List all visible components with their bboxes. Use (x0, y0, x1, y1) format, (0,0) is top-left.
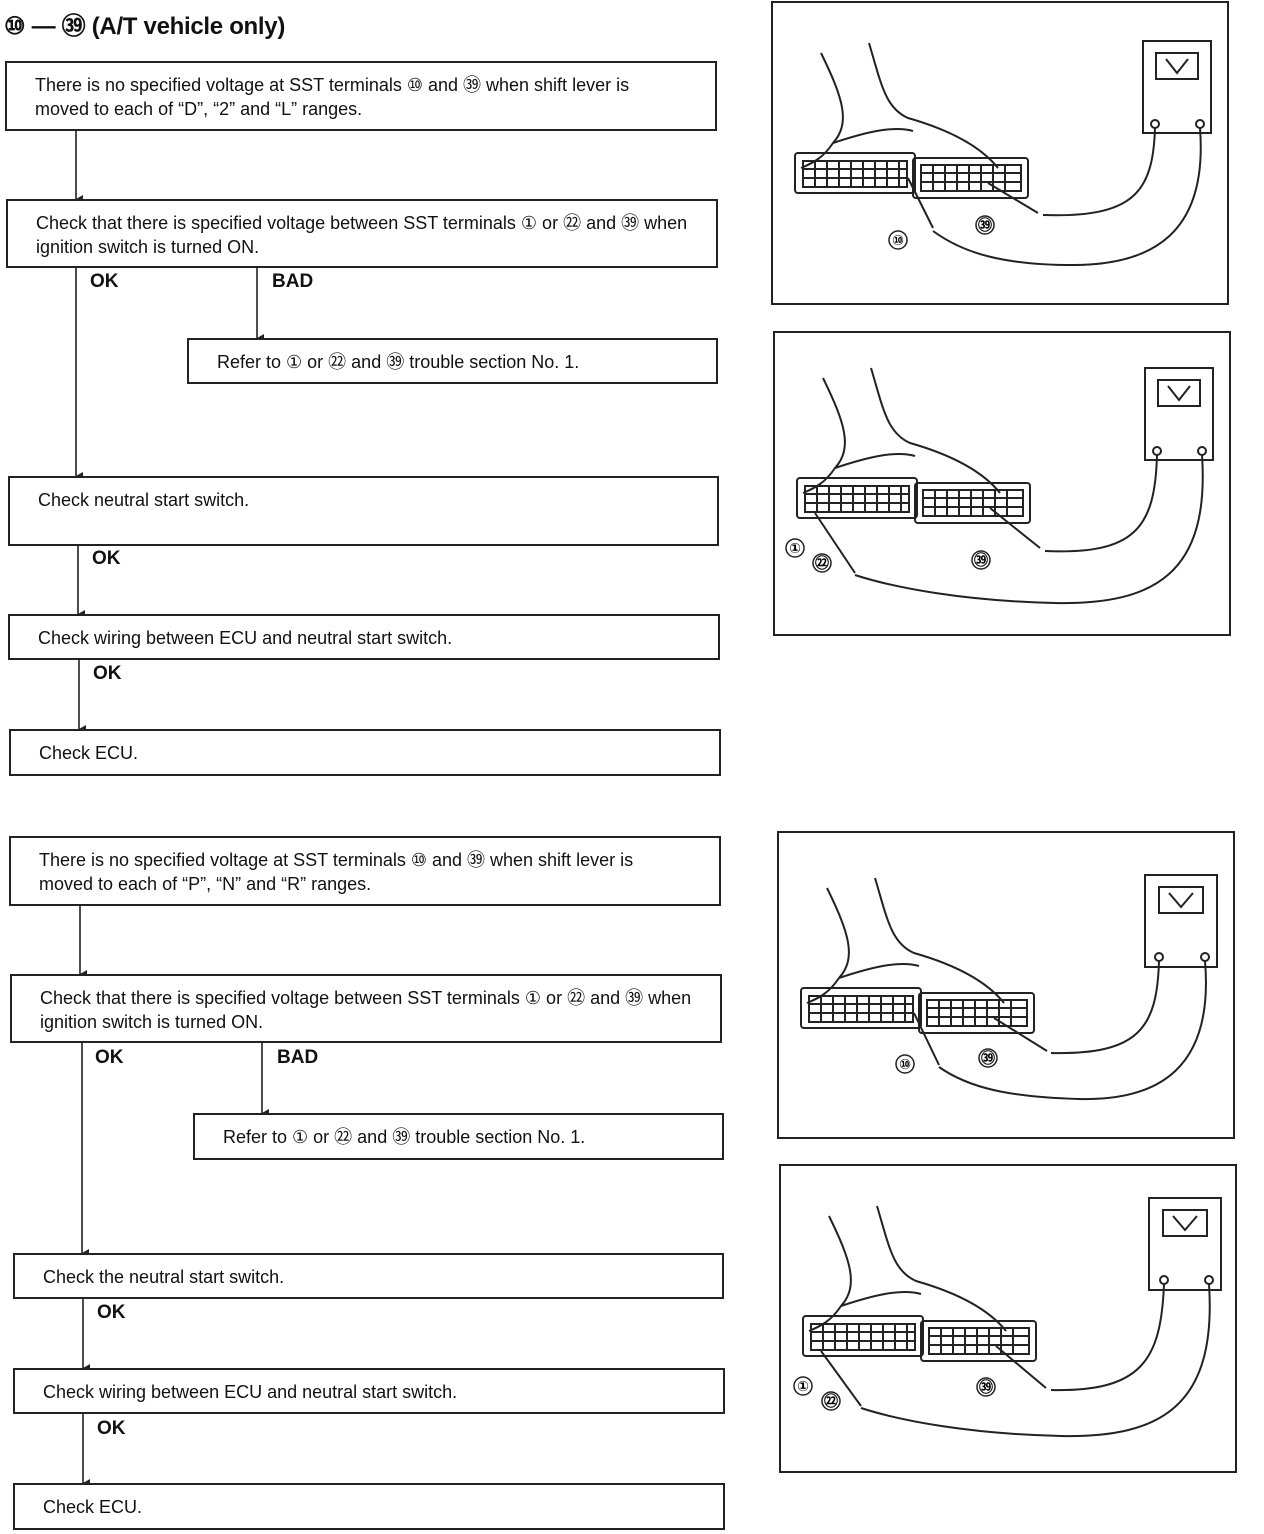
s1-step-check-voltage: Check that there is specified voltage be… (6, 199, 718, 268)
callout-22: ㉒ (815, 555, 829, 572)
s2-step-check-voltage: Check that there is specified voltage be… (10, 974, 722, 1043)
s1-step-neutral-switch: Check neutral start switch. (8, 476, 719, 546)
s2-step-neutral-switch: Check the neutral start switch. (13, 1253, 724, 1299)
callout-10-c: ⑩ (899, 1057, 911, 1073)
s1-ok-label: OK (90, 271, 119, 292)
s2-bad-label: BAD (277, 1047, 319, 1068)
s2-step-wiring: Check wiring between ECU and neutral sta… (13, 1368, 725, 1414)
s2-bad-reference: Refer to ① or ㉒ and ㊴ trouble section No… (193, 1113, 724, 1160)
callout-1-d: ① (797, 1379, 809, 1395)
s1-bad-label: BAD (272, 271, 314, 292)
s2-step-no-voltage: There is no specified voltage at SST ter… (9, 836, 721, 906)
flowchart-arrows (75, 131, 269, 1487)
page-title: ⑩ — ㊴ (A/T vehicle only) (4, 13, 286, 40)
figure-voltmeter-terminals-1-22-39: ① ㉒ ㊴ (773, 331, 1231, 636)
figure-voltmeter-terminals-10-39: ⑩ ㊴ (771, 1, 1229, 305)
s2-ok-label: OK (95, 1047, 124, 1068)
s1-step-no-voltage: There is no specified voltage at SST ter… (5, 61, 717, 131)
figure-voltmeter-terminals-10-39-second: ⑩ ㊴ (777, 831, 1235, 1139)
s2-step-ecu: Check ECU. (13, 1483, 725, 1530)
callout-1: ① (789, 541, 801, 557)
callout-39-c: ㊴ (981, 1050, 995, 1067)
s2-ok-label-3: OK (97, 1418, 126, 1439)
callout-39-d: ㊴ (979, 1379, 993, 1396)
callout-10: ⑩ (892, 233, 904, 249)
s1-ok-label-3: OK (93, 663, 122, 684)
s1-step-wiring: Check wiring between ECU and neutral sta… (8, 614, 720, 660)
s1-ok-label-2: OK (92, 548, 121, 569)
figure-voltmeter-terminals-1-22-39-second: ① ㉒ ㊴ (779, 1164, 1237, 1473)
s1-step-ecu: Check ECU. (9, 729, 721, 776)
callout-39-b: ㊴ (974, 552, 988, 569)
s1-bad-reference: Refer to ① or ㉒ and ㊴ trouble section No… (187, 338, 718, 384)
callout-22-d: ㉒ (824, 1393, 838, 1410)
s2-ok-label-2: OK (97, 1302, 126, 1323)
callout-39: ㊴ (978, 217, 992, 234)
